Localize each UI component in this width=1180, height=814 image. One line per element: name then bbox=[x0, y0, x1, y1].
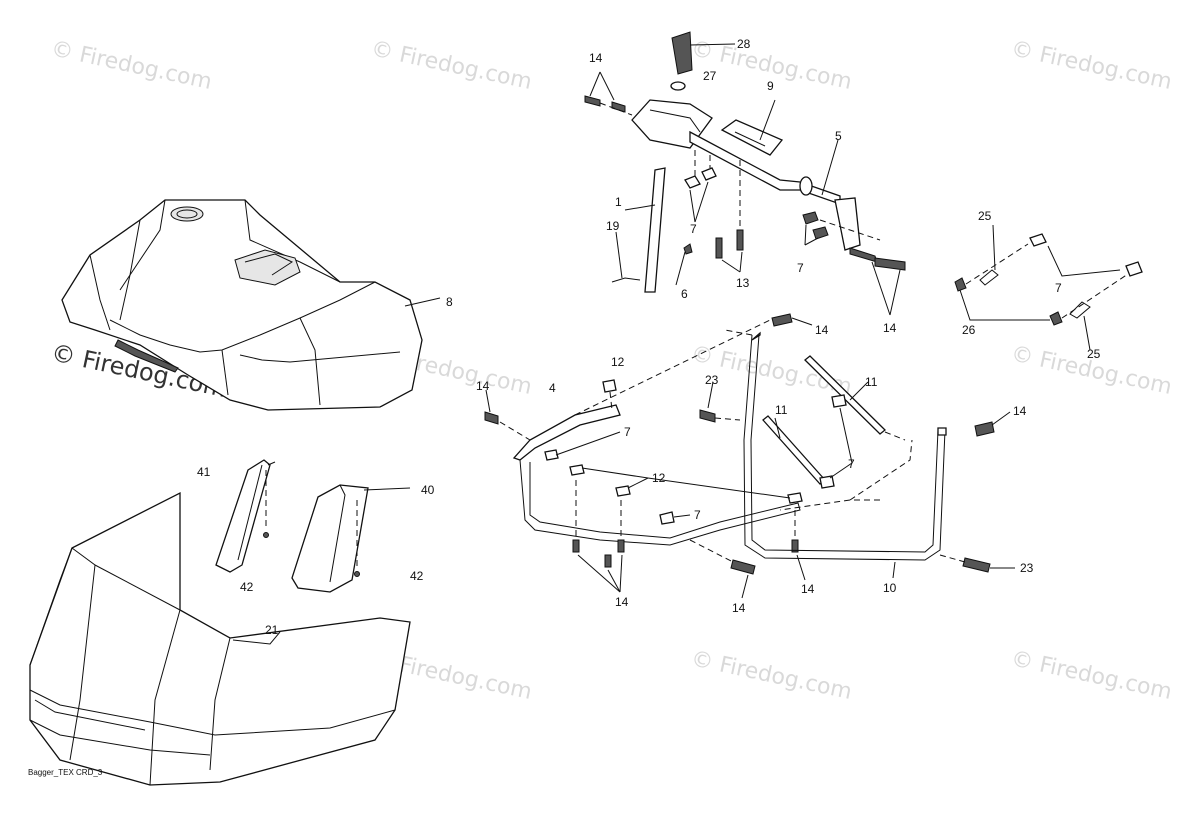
part-label: 7 bbox=[690, 222, 697, 236]
part-label: 9 bbox=[767, 79, 774, 93]
part-label: 40 bbox=[421, 483, 435, 497]
part-label: 10 bbox=[883, 581, 897, 595]
part-label: 14 bbox=[476, 379, 490, 393]
frame-assembly bbox=[484, 313, 1015, 599]
part-label: 26 bbox=[962, 323, 976, 337]
part-label: 7 bbox=[797, 261, 804, 275]
part-label: 5 bbox=[835, 129, 842, 143]
part-label: 7 bbox=[624, 425, 631, 439]
part-label: 14 bbox=[732, 601, 746, 615]
part-label: 6 bbox=[681, 287, 688, 301]
part-label: 13 bbox=[736, 276, 750, 290]
part-label: 25 bbox=[978, 209, 992, 223]
watermark: © Firedog.com bbox=[689, 646, 854, 704]
part-label: 7 bbox=[848, 457, 855, 471]
bagger-cover bbox=[61, 199, 441, 411]
watermark: © Firedog.com bbox=[49, 36, 214, 94]
watermark: © Firedog.com bbox=[369, 36, 534, 94]
bag-body bbox=[29, 491, 411, 786]
watermark: © Firedog.com bbox=[1009, 646, 1174, 704]
watermark: © Firedog.com bbox=[689, 341, 854, 399]
part-labels: 28 27 14 9 5 1 19 6 7 13 7 14 25 7 26 25… bbox=[197, 37, 1101, 637]
handle-assembly bbox=[584, 31, 906, 316]
part-label: 14 bbox=[589, 51, 603, 65]
part-label: 27 bbox=[703, 69, 717, 83]
part-label: 11 bbox=[865, 375, 878, 389]
part-label: 11 bbox=[775, 403, 788, 417]
part-label: 4 bbox=[549, 381, 556, 395]
part-label: 14 bbox=[815, 323, 829, 337]
part-label: 28 bbox=[737, 37, 751, 51]
part-label: 12 bbox=[652, 471, 666, 485]
part-label: 7 bbox=[1055, 281, 1062, 295]
diagram-caption: Bagger_TEX CRD_3 bbox=[28, 768, 103, 777]
part-label: 23 bbox=[1020, 561, 1034, 575]
part-label: 14 bbox=[801, 582, 815, 596]
part-label: 8 bbox=[446, 295, 453, 309]
panel-40 bbox=[291, 484, 411, 593]
part-label: 14 bbox=[883, 321, 897, 335]
part-label: 42 bbox=[240, 580, 254, 594]
clip-assembly bbox=[954, 224, 1143, 351]
part-label: 25 bbox=[1087, 347, 1101, 361]
part-label: 19 bbox=[606, 219, 620, 233]
part-label: 41 bbox=[197, 465, 211, 479]
part-label: 7 bbox=[694, 508, 701, 522]
part-label: 21 bbox=[265, 623, 279, 637]
part-label: 14 bbox=[1013, 404, 1027, 418]
watermark: © Firedog.com bbox=[1009, 36, 1174, 94]
part-label: 23 bbox=[705, 373, 719, 387]
panel-41 bbox=[215, 459, 276, 573]
part-label: 14 bbox=[615, 595, 629, 609]
part-label: 1 bbox=[615, 195, 622, 209]
part-label: 12 bbox=[611, 355, 625, 369]
part-label: 42 bbox=[410, 569, 424, 583]
